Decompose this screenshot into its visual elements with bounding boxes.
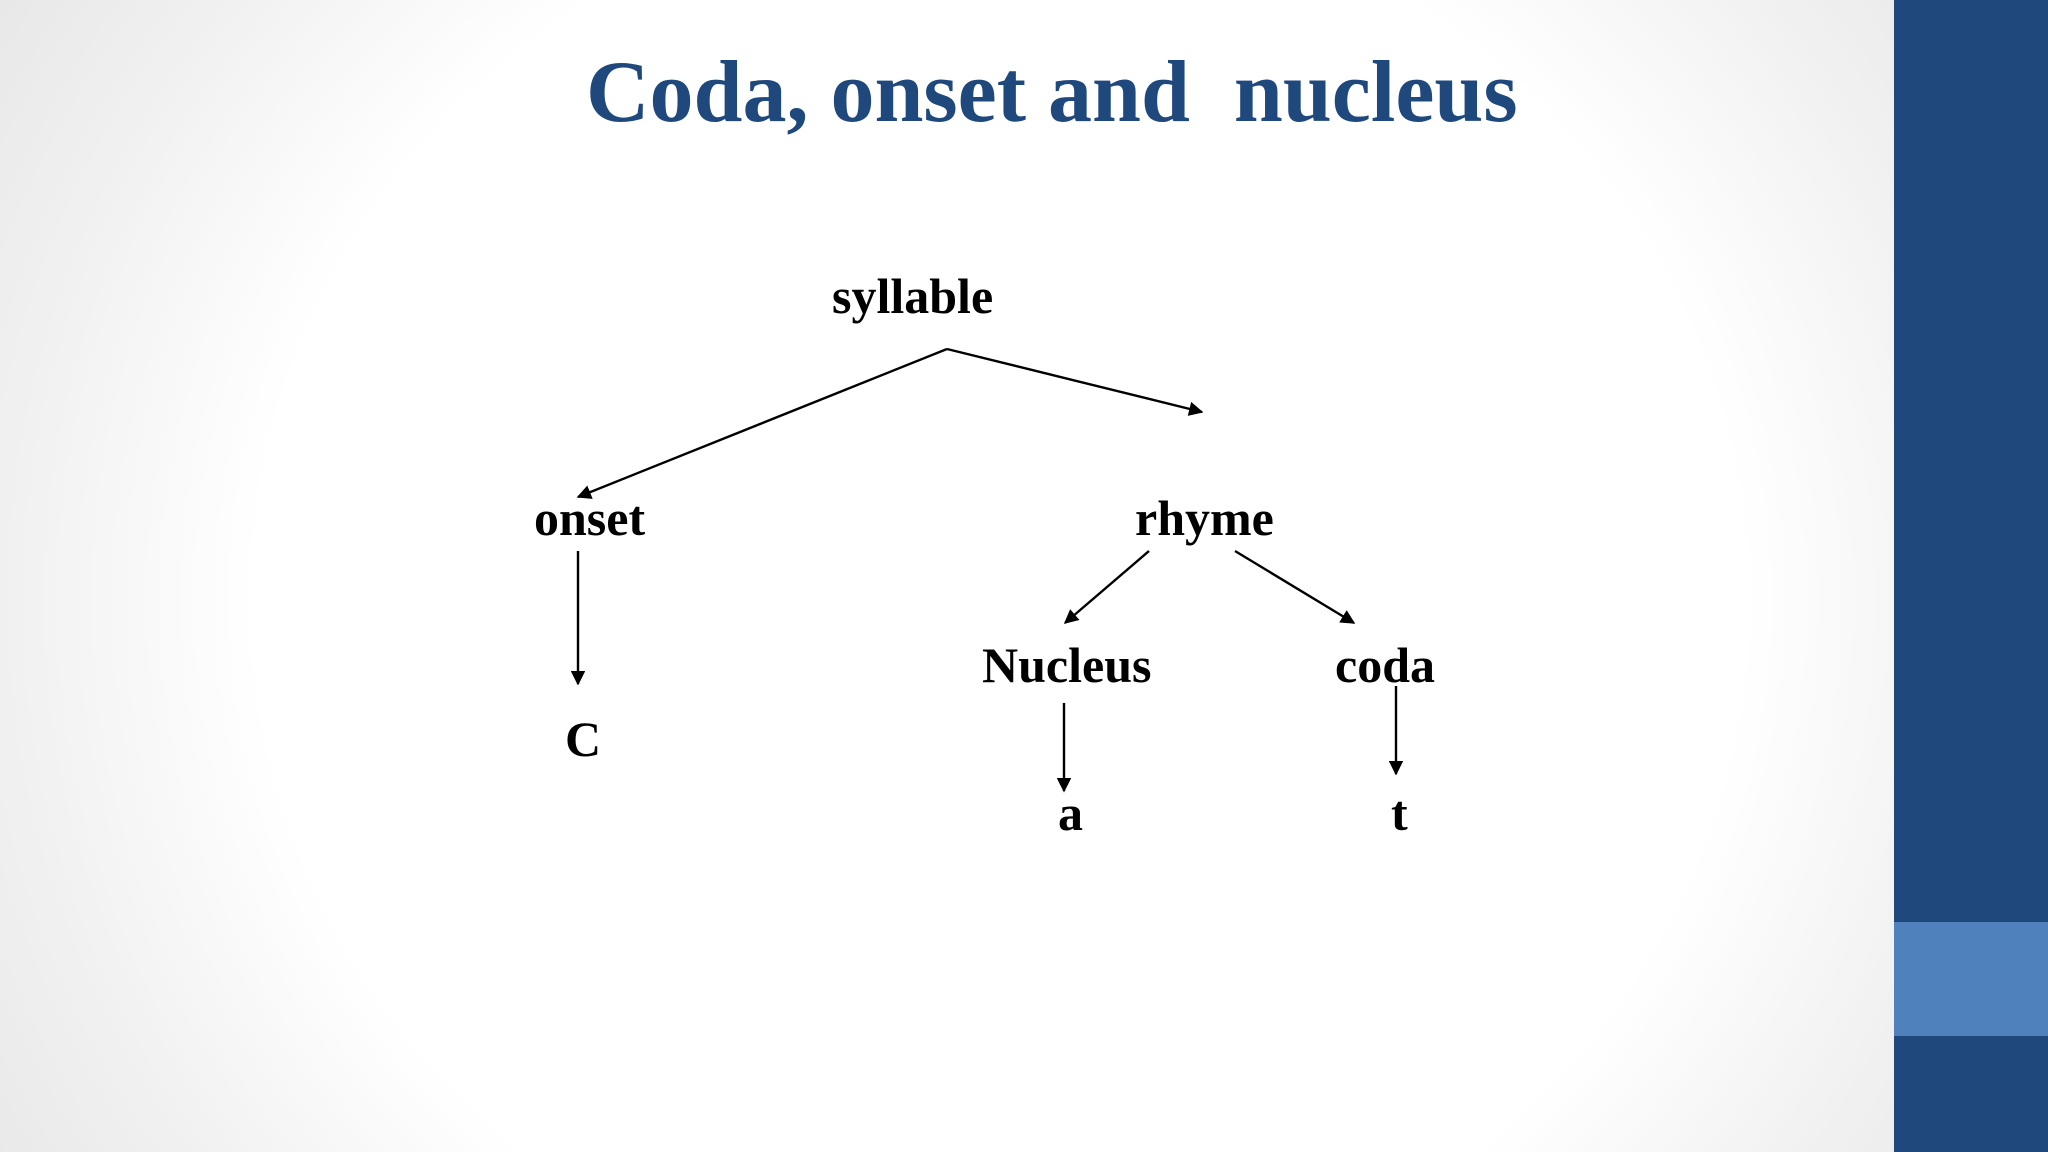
slide-title-text: Coda, onset and nucleus — [586, 44, 1518, 141]
node-c: C — [565, 711, 601, 767]
node-a: a — [1058, 785, 1083, 841]
edge-syllable-rhyme — [946, 347, 1204, 416]
node-syllable: syllable — [832, 268, 993, 324]
node-onset: onset — [534, 490, 645, 546]
node-coda: coda — [1335, 637, 1435, 693]
edge-syllable-onset — [576, 347, 948, 499]
sidebar-accent-decoration — [1894, 922, 2048, 1036]
edge-rhyme-nucleus — [1063, 550, 1150, 624]
node-rhyme: rhyme — [1135, 490, 1274, 546]
edge-rhyme-coda — [1234, 549, 1356, 625]
node-t: t — [1391, 785, 1408, 841]
node-nucleus: Nucleus — [982, 637, 1151, 693]
